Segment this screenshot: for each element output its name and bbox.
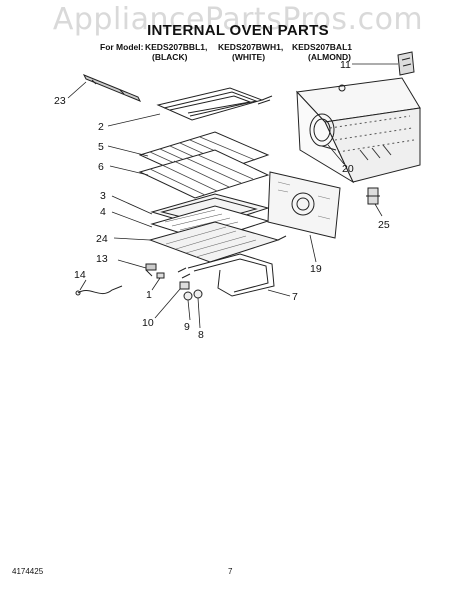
- callout-25: 25: [378, 219, 390, 231]
- callout-7: 7: [292, 291, 298, 303]
- callout-8: 8: [198, 329, 204, 341]
- oven-bottom-panel: [148, 221, 287, 263]
- callout-2: 2: [98, 121, 104, 133]
- callout-14: 14: [74, 269, 86, 281]
- diagram-title: INTERNAL OVEN PARTS: [147, 22, 329, 39]
- nut-9: [183, 291, 193, 301]
- oven-rack-lower: [138, 149, 270, 199]
- watermark: AppliancePartsPros.com: [52, 2, 424, 37]
- bake-element: [177, 253, 275, 297]
- leader-lines: [67, 63, 398, 329]
- color-black: (BLACK): [152, 52, 188, 62]
- callout-6: 6: [98, 161, 104, 173]
- broil-element: [156, 87, 273, 121]
- callout-1: 1: [146, 289, 152, 301]
- document-number: 4174425: [12, 567, 44, 576]
- model-black: KEDS207BBL1,: [145, 42, 208, 52]
- color-almond: (ALMOND): [308, 52, 351, 62]
- callout-10: 10: [142, 317, 154, 329]
- color-white: (WHITE): [232, 52, 266, 62]
- vent-trim-bar: [82, 74, 142, 102]
- model-prefix: For Model:: [100, 42, 144, 52]
- model-white: KEDS207BWH1,: [218, 42, 284, 52]
- callout-numbers: 11 23 2 5 6 20 3 4 24 25 19 13 14 1 7 10…: [54, 59, 390, 341]
- terminal-block: [179, 281, 190, 290]
- callout-11: 11: [340, 59, 351, 71]
- callout-5: 5: [98, 141, 104, 153]
- nut-8: [193, 289, 203, 299]
- sensor-bracket: [366, 187, 380, 205]
- convection-fan-cover: [267, 171, 341, 239]
- callout-4: 4: [100, 206, 106, 218]
- model-almond: KEDS207BAL1: [292, 42, 352, 52]
- oven-cavity: [295, 77, 421, 184]
- mounting-bracket: [397, 51, 415, 76]
- convection-element: [309, 113, 337, 151]
- callout-13: 13: [96, 253, 108, 265]
- temperature-sensor: [145, 263, 157, 277]
- sensor-plug: [156, 272, 165, 279]
- callout-24: 24: [96, 233, 108, 245]
- callout-9: 9: [184, 321, 190, 333]
- callout-3: 3: [100, 190, 106, 202]
- callout-23: 23: [54, 95, 66, 107]
- callout-20: 20: [342, 163, 354, 175]
- sensor-wire: [75, 285, 123, 296]
- callout-19: 19: [310, 263, 322, 275]
- page-number: 7: [228, 567, 233, 576]
